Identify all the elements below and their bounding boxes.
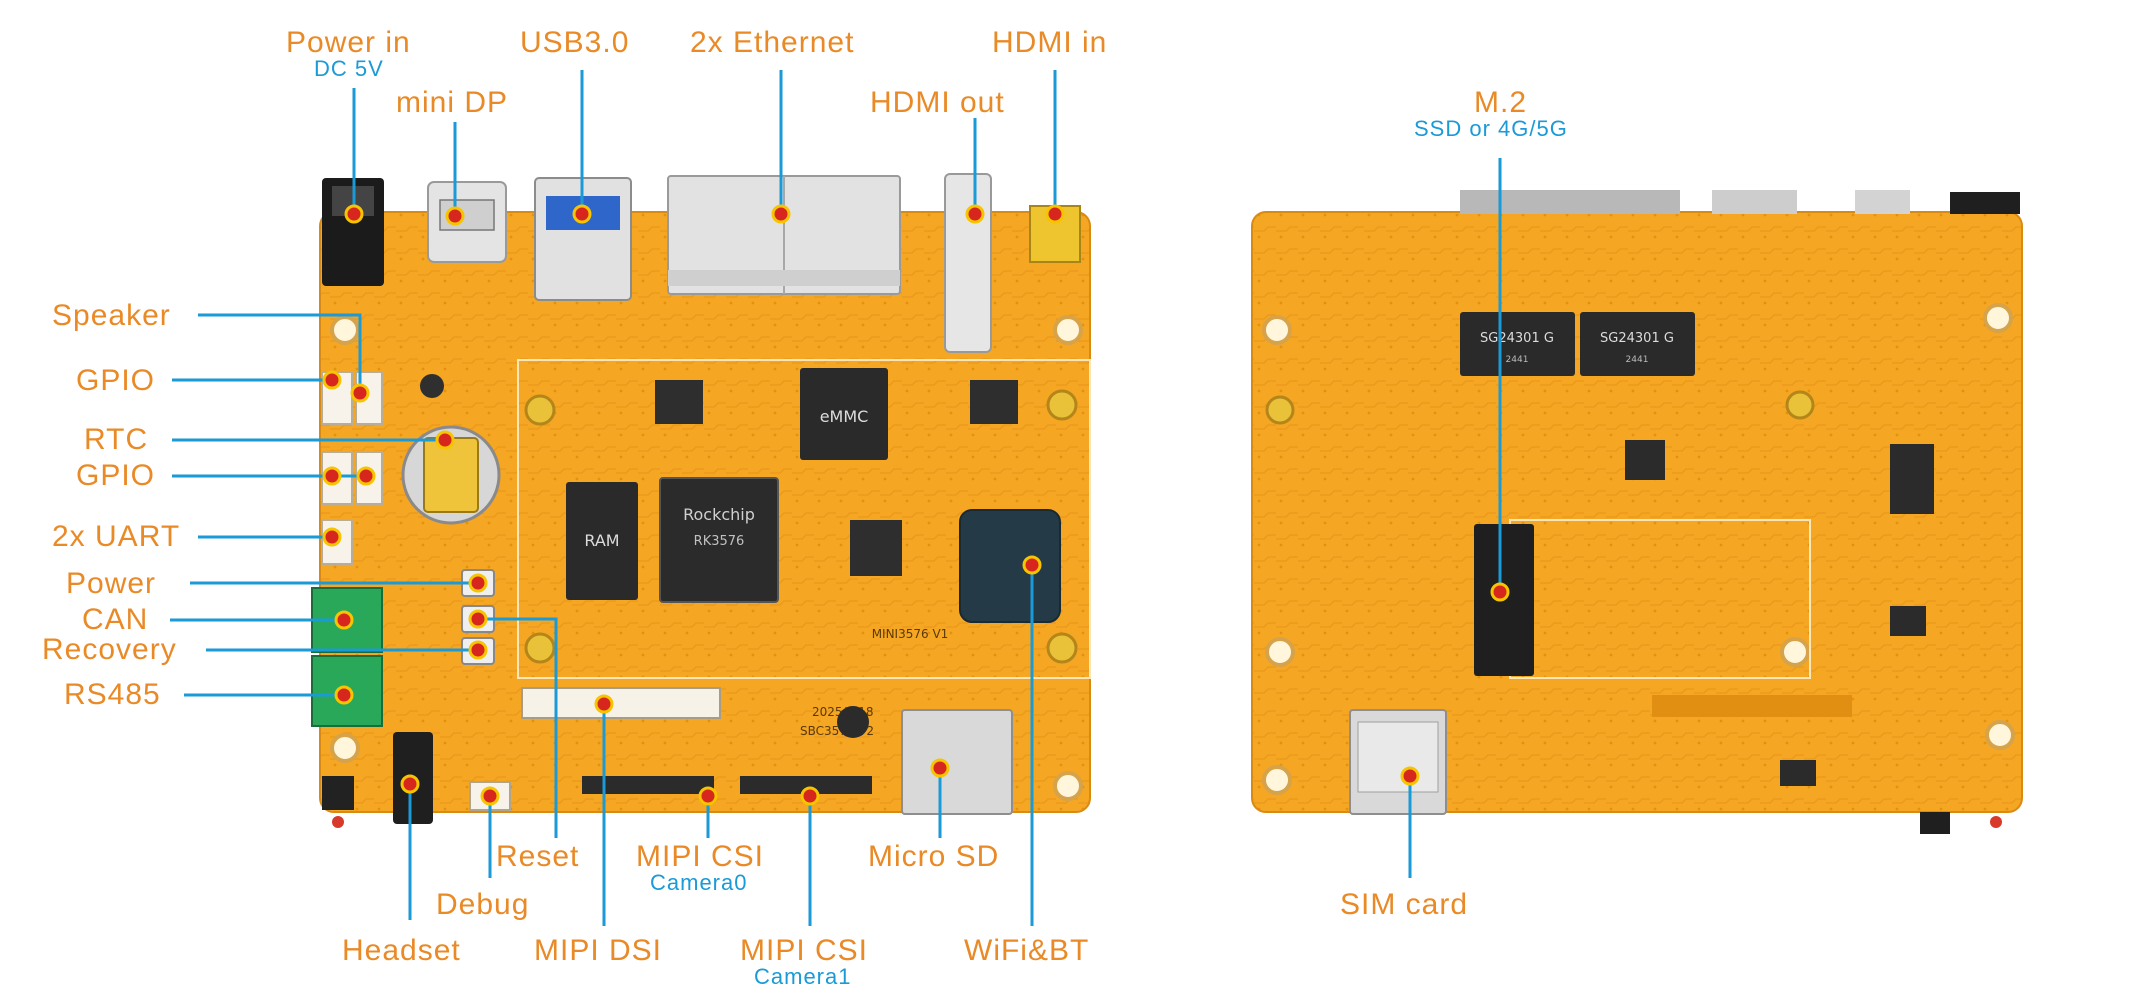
label-uart: 2x UART [52, 520, 181, 553]
net-chip-1: SG24301 G [1480, 331, 1554, 346]
label-gpio1: GPIO [76, 364, 156, 397]
net-chip-2: SG24301 G [1600, 331, 1674, 346]
dot-gpio2a [322, 466, 342, 486]
label-m2: M.2 [1474, 86, 1528, 119]
wifi-module [959, 509, 1061, 623]
dot-hdmi-out [965, 204, 985, 224]
label-mipi-csi1: MIPI CSI [740, 934, 869, 967]
network-chips: SG24301 G 2441 SG24301 G 2441 [1460, 312, 1695, 376]
micro-sd-slot [901, 709, 1013, 815]
label-micro-sd: Micro SD [868, 840, 1000, 873]
mipi-dsi-connector [521, 687, 721, 719]
dot-speaker [350, 383, 370, 403]
label-rtc: RTC [84, 423, 149, 456]
dot-gpio1 [322, 370, 342, 390]
dot-gpio2b [356, 466, 376, 486]
label-hdmi-in: HDMI in [992, 26, 1108, 59]
dot-mipi-csi0 [698, 786, 718, 806]
som-name: MINI3576 V1 [872, 627, 949, 641]
label-headset: Headset [342, 934, 461, 967]
marker-dots [322, 204, 1510, 806]
label-hdmi-out: HDMI out [870, 86, 1005, 119]
soc-model: RK3576 [694, 534, 745, 549]
dot-power-in [344, 204, 364, 224]
net-chip-2-code: 2441 [1626, 355, 1649, 365]
dot-rtc [435, 430, 455, 450]
front-board: eMMC RAM Rockchip RK3576 MINI3576 V1 SBC… [311, 173, 1091, 828]
dot-rs485 [334, 685, 354, 705]
dot-debug [480, 786, 500, 806]
label-wifi-bt: WiFi&BT [964, 934, 1090, 967]
dot-uart [322, 527, 342, 547]
mipi-csi0-connector [582, 776, 714, 794]
dot-mipi-csi1 [800, 786, 820, 806]
label-can: CAN [82, 603, 149, 636]
hdmi-out-port [944, 173, 992, 353]
dot-hdmi-in [1045, 204, 1065, 224]
back-board: SG24301 G 2441 SG24301 G 2441 [1251, 190, 2023, 834]
leader-lines [170, 70, 1502, 926]
dot-mipi-dsi [594, 694, 614, 714]
dot-power-btn [468, 573, 488, 593]
emmc-label: eMMC [820, 407, 869, 426]
dot-mini-dp [445, 206, 465, 226]
label-power: Power [66, 567, 157, 600]
back-mounting-holes [1262, 303, 2015, 795]
ram-chip [566, 482, 638, 600]
dot-sim [1400, 766, 1420, 786]
dot-wifi [1022, 555, 1042, 575]
mounting-holes [330, 315, 1083, 801]
label-usb3: USB3.0 [520, 26, 630, 59]
label-mipi-csi0: MIPI CSI [636, 840, 765, 873]
label-mini-dp: mini DP [396, 86, 509, 119]
sublabel-m2: SSD or 4G/5G [1414, 116, 1568, 141]
emmc-chip [800, 368, 888, 460]
back-gold-pads [1265, 390, 1815, 425]
label-power-in: Power in [286, 26, 411, 59]
label-gpio2: GPIO [76, 459, 156, 492]
label-rs485: RS485 [64, 678, 161, 711]
ram-label: RAM [584, 531, 619, 550]
leader-speaker [198, 313, 362, 393]
label-ethernet: 2x Ethernet [690, 26, 855, 59]
dot-m2 [1490, 582, 1510, 602]
dot-recovery [468, 640, 488, 660]
soc-chip [659, 477, 779, 603]
leader-reset [478, 617, 558, 838]
label-speaker: Speaker [52, 299, 171, 332]
dot-headset [400, 774, 420, 794]
soc-brand: Rockchip [683, 505, 755, 524]
dot-reset [468, 609, 488, 629]
gold-pads [524, 389, 1078, 664]
som-outline [517, 359, 1091, 679]
label-mipi-dsi: MIPI DSI [534, 934, 663, 967]
dot-micro-sd [930, 758, 950, 778]
sublabel-mipi-csi0: Camera0 [650, 870, 748, 895]
label-reset: Reset [496, 840, 580, 873]
label-recovery: Recovery [42, 633, 177, 666]
sublabel-mipi-csi1: Camera1 [754, 964, 852, 989]
sublabel-power-in: DC 5V [314, 56, 384, 81]
label-sim-card: SIM card [1340, 888, 1469, 921]
label-debug: Debug [436, 888, 530, 921]
net-chip-1-code: 2441 [1506, 355, 1529, 365]
dot-ethernet [771, 204, 791, 224]
mipi-csi1-connector [740, 776, 872, 794]
dot-usb3 [572, 204, 592, 224]
dot-can [334, 610, 354, 630]
